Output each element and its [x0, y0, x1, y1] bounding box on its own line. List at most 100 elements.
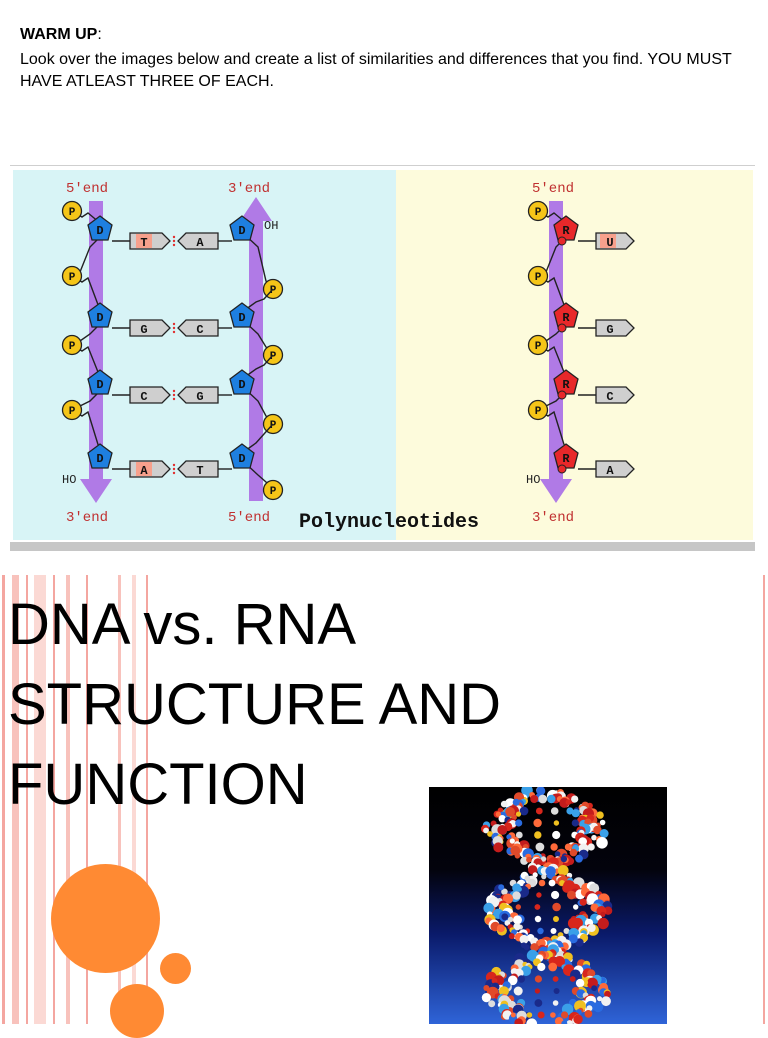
svg-text:T: T: [140, 236, 147, 250]
sugar-group: D: [87, 443, 113, 469]
rna-top-label: 5'end: [532, 181, 574, 197]
svg-text:G: G: [196, 390, 203, 404]
sugar-group: D: [229, 302, 255, 328]
svg-text:R: R: [562, 452, 570, 466]
warmup-section: WARM UP: Look over the images below and …: [20, 26, 750, 93]
dna-left-top-label: 5'end: [66, 181, 108, 197]
rna-bases: U G C A: [578, 232, 635, 478]
svg-text:D: D: [238, 378, 245, 392]
svg-text:P: P: [535, 341, 542, 353]
rna-base: U: [578, 232, 635, 250]
slide-title: DNA vs. RNA STRUCTURE AND FUNCTION: [8, 592, 502, 817]
rna-base: G: [578, 319, 635, 337]
dna-double-helix-image: [429, 784, 667, 1030]
svg-text:D: D: [238, 311, 245, 325]
backbone-arrow: [240, 197, 272, 501]
svg-text:C: C: [196, 323, 203, 337]
sugar-group: D: [229, 369, 255, 395]
svg-text:P: P: [535, 406, 542, 418]
phosphate-group: P: [527, 399, 549, 421]
svg-text:A: A: [140, 464, 148, 478]
dna-right-top-label: 3'end: [228, 181, 270, 197]
svg-text:D: D: [96, 311, 103, 325]
phosphate-group: P: [61, 265, 83, 287]
decorative-stripe: [86, 575, 88, 1024]
svg-text:P: P: [535, 272, 542, 284]
decorative-stripe: [2, 575, 5, 1024]
phosphate-group: P: [61, 334, 83, 356]
decorative-stripe: [763, 575, 765, 1024]
svg-text:P: P: [270, 351, 277, 363]
dna-panel-background: [13, 170, 396, 540]
svg-text:C: C: [606, 390, 613, 404]
svg-text:P: P: [69, 341, 76, 353]
rna-base: C: [578, 386, 635, 404]
svg-text:P: P: [69, 207, 76, 219]
sugar-group: D: [229, 443, 255, 469]
decorative-circle-small: [160, 953, 191, 984]
phosphate-group: P: [61, 200, 83, 222]
svg-text:D: D: [238, 224, 245, 238]
svg-text:R: R: [562, 378, 570, 392]
title-slide: DNA vs. RNA STRUCTURE AND FUNCTION: [0, 575, 768, 1038]
phosphate-group: P: [527, 265, 549, 287]
decorative-circle-medium: [110, 984, 164, 1038]
decorative-stripe: [12, 575, 19, 1024]
svg-text:D: D: [96, 378, 103, 392]
svg-text:D: D: [96, 452, 103, 466]
decorative-stripe: [118, 575, 121, 1024]
svg-text:P: P: [69, 272, 76, 284]
sugar-group: D: [87, 302, 113, 328]
diagram-caption: Polynucleotides: [299, 511, 479, 534]
dna-left-strand: P D P D P D P D: [61, 200, 113, 503]
diagram-bottom-border: [10, 542, 755, 551]
sugar-group: D: [87, 369, 113, 395]
phosphate-group: P: [61, 399, 83, 421]
svg-text:P: P: [535, 207, 542, 219]
dna-right-bottom-label: 5'end: [228, 510, 270, 526]
svg-text:D: D: [96, 224, 103, 238]
rna-ho-label: HO: [526, 473, 540, 487]
svg-text:R: R: [562, 311, 570, 325]
phosphate-group: P: [262, 479, 284, 501]
svg-text:G: G: [606, 323, 613, 337]
svg-text:G: G: [140, 323, 147, 337]
svg-text:A: A: [606, 464, 614, 478]
decorative-stripe: [66, 575, 70, 1024]
svg-text:C: C: [140, 390, 147, 404]
svg-text:P: P: [270, 285, 277, 297]
decorative-stripe: [53, 575, 55, 1024]
sugar-group: D: [229, 215, 255, 241]
svg-text:P: P: [270, 486, 277, 498]
dna-left-bottom-label: 3'end: [66, 510, 108, 526]
phosphate-group: P: [527, 200, 549, 222]
svg-text:P: P: [69, 406, 76, 418]
rna-strand: P R P R P R P R: [527, 200, 579, 503]
decorative-stripe: [146, 575, 148, 1024]
oh-label: OH: [264, 219, 278, 233]
decorative-circle-large: [51, 864, 160, 973]
backbone-arrow: [80, 201, 112, 503]
phosphate-group: P: [527, 334, 549, 356]
sugar-group: D: [87, 215, 113, 241]
warmup-instructions: Look over the images below and create a …: [20, 51, 732, 90]
decorative-stripe: [132, 575, 136, 1024]
ho-label: HO: [62, 473, 76, 487]
svg-text:A: A: [196, 236, 204, 250]
rna-bottom-label: 3'end: [532, 510, 574, 526]
svg-text:R: R: [562, 224, 570, 238]
svg-text:T: T: [196, 464, 203, 478]
rna-base: A: [578, 460, 635, 478]
svg-text:D: D: [238, 452, 245, 466]
svg-text:U: U: [606, 236, 613, 250]
warmup-heading: WARM UP:: [20, 26, 102, 43]
decorative-stripe: [34, 575, 46, 1024]
decorative-stripe: [26, 575, 28, 1024]
